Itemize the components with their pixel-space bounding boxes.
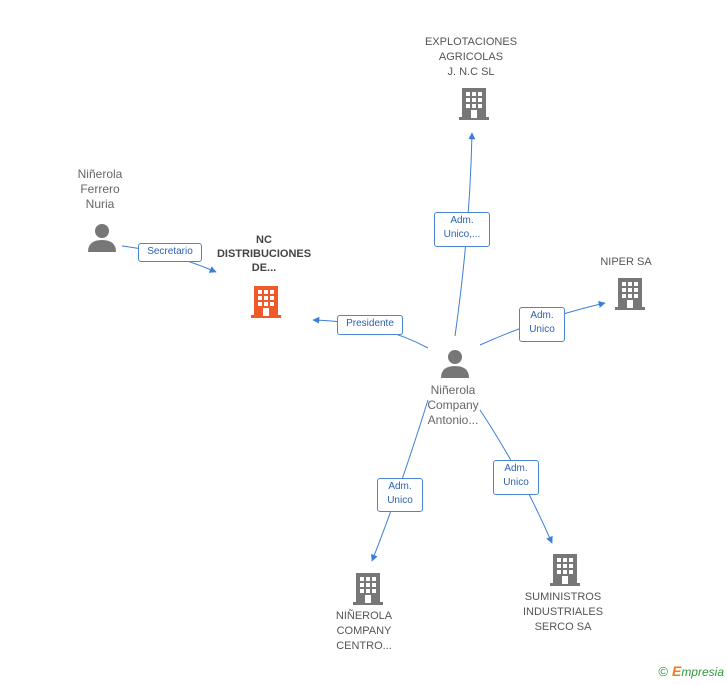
building-icon[interactable] <box>352 571 384 610</box>
label-line: NIÑEROLA <box>335 610 393 622</box>
building-icon[interactable] <box>614 276 646 315</box>
edge-label-text: Presidente <box>346 318 394 329</box>
label-line: Company <box>427 398 479 412</box>
node-label-suministros: SUMINISTROS INDUSTRIALES SERCO SA <box>503 590 623 635</box>
label-line: Ferrero <box>80 182 120 196</box>
label-line: CENTRO... <box>336 640 392 652</box>
label-line: INDUSTRIALES <box>522 606 604 618</box>
edge-label-adm-unico-explotaciones[interactable]: Adm. Unico,... <box>434 212 490 247</box>
label-line: NIPER SA <box>600 256 652 268</box>
node-label-explotaciones: EXPLOTACIONES AGRICOLAS J. N.C SL <box>411 35 531 80</box>
label-line: Antonio... <box>427 413 479 427</box>
building-icon[interactable] <box>549 552 581 591</box>
brand-logo-letter: E <box>671 663 682 679</box>
label-line: Niñerola <box>430 383 476 397</box>
label-line: EXPLOTACIONES <box>424 36 518 48</box>
label-line: NC <box>256 234 272 246</box>
edge-label-text: Unico,... <box>443 229 481 240</box>
person-icon[interactable] <box>440 348 470 383</box>
edge-label-text: Adm. <box>450 215 474 226</box>
edge-label-text: Adm. <box>530 310 554 321</box>
node-label-antonio: Niñerola Company Antonio... <box>393 383 513 428</box>
brand-logo[interactable]: Empresia <box>672 663 724 679</box>
label-line: Niñerola <box>77 167 123 181</box>
label-line: DE... <box>251 262 277 274</box>
label-line: DISTRIBUCIONES <box>216 248 312 260</box>
edge-label-text: Adm. <box>504 463 528 474</box>
label-line: SERCO SA <box>534 621 592 633</box>
edge-label-text: Secretario <box>147 246 193 257</box>
label-line: Nuria <box>85 197 115 211</box>
node-label-ferrero-nuria: Niñerola Ferrero Nuria <box>40 167 160 212</box>
copyright-icon: © <box>658 663 668 679</box>
person-icon[interactable] <box>87 222 117 257</box>
edge-label-adm-unico-niper[interactable]: Adm. Unico <box>519 307 565 342</box>
node-label-niper-sa: NIPER SA <box>566 255 686 270</box>
edge-label-text: Unico <box>387 495 413 506</box>
edge-label-secretario[interactable]: Secretario <box>138 243 202 262</box>
node-label-nc-distribuciones: NC DISTRIBUCIONES DE... <box>204 233 324 275</box>
node-label-ninerola-centro: NIÑEROLA COMPANY CENTRO... <box>304 609 424 654</box>
edge-label-presidente[interactable]: Presidente <box>337 315 403 335</box>
edge-label-text: Unico <box>503 477 529 488</box>
building-icon-main[interactable] <box>250 284 282 323</box>
brand-footer: © Empresia <box>658 663 724 679</box>
label-line: COMPANY <box>336 625 392 637</box>
label-line: SUMINISTROS <box>524 591 602 603</box>
edge-label-text: Adm. <box>388 481 412 492</box>
edge-label-adm-unico-suministros[interactable]: Adm. Unico <box>493 460 539 495</box>
edge-label-text: Unico <box>529 324 555 335</box>
edge-label-adm-unico-centro[interactable]: Adm. Unico <box>377 478 423 512</box>
label-line: J. N.C SL <box>447 66 495 78</box>
building-icon[interactable] <box>458 86 490 125</box>
label-line: AGRICOLAS <box>438 51 504 63</box>
brand-logo-text: mpresia <box>681 665 724 679</box>
